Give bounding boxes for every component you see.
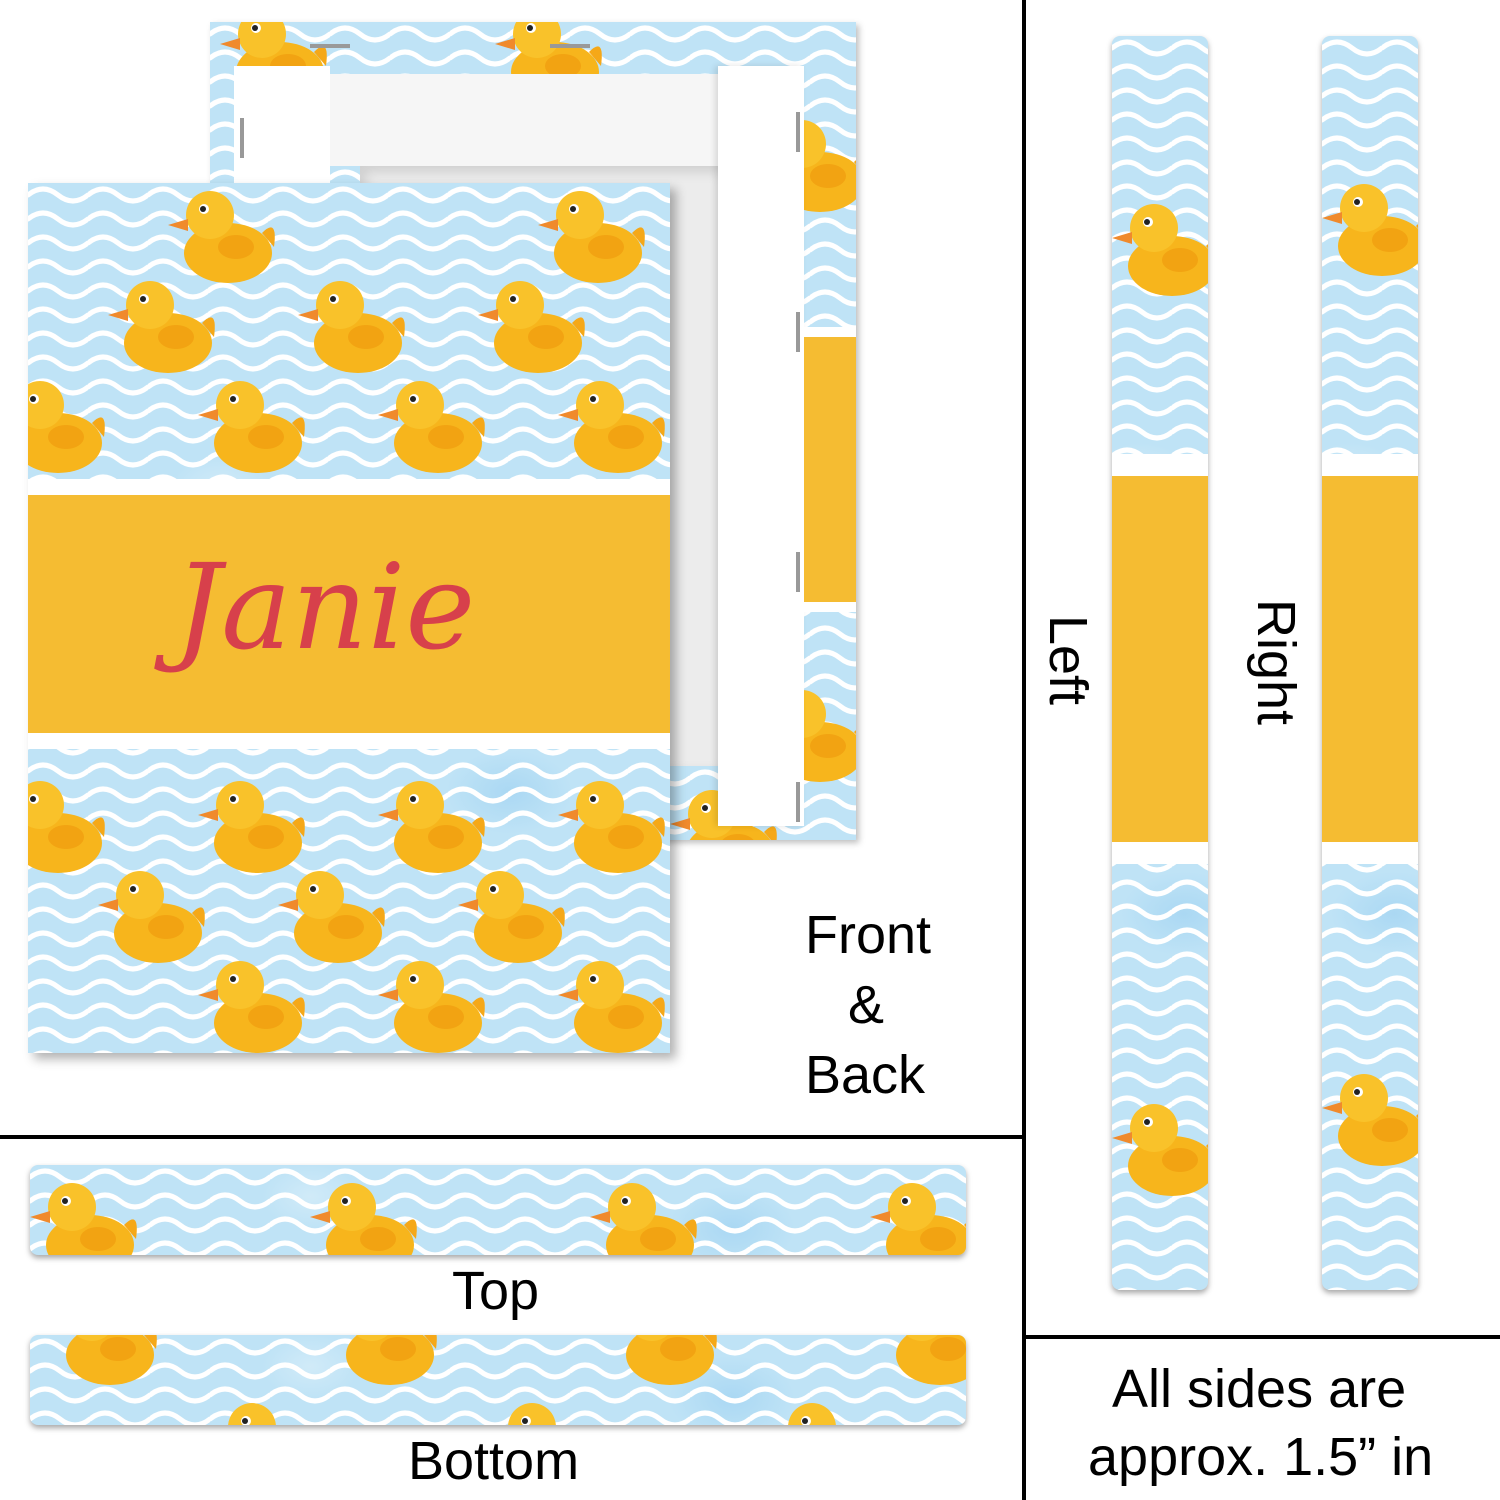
vertical-divider [1022,0,1026,1500]
rubber-duck-icon [168,191,275,283]
rubber-duck-icon [278,871,385,963]
rubber-duck-icon [198,781,305,873]
rubber-duck-icon [378,381,485,473]
rubber-duck-icon [880,1335,966,1385]
sides-note-line1: All sides are [1112,1359,1407,1419]
rubber-duck-icon [610,1335,717,1385]
rubber-duck-icon [198,381,305,473]
rubber-duck-icon [378,781,485,873]
horizontal-divider-right [1024,1335,1500,1339]
canvas-front-panel: Janie [28,183,670,1053]
rubber-duck-icon [28,381,105,473]
frame-right-flap [718,66,804,826]
right-side-label: Right [1246,598,1306,726]
back-edge-band [804,327,856,612]
bottom-side-label: Bottom [408,1431,580,1491]
personalized-name: Janie [174,538,476,676]
rubber-duck-icon [478,281,585,373]
rubber-duck-icon [870,1183,966,1255]
rubber-duck-icon [590,1183,697,1255]
left-side-label: Left [1038,614,1098,706]
staple-icon [796,552,800,592]
front-back-label-line3: Back [805,1045,926,1105]
rubber-duck-icon [330,1335,437,1385]
rubber-duck-icon [558,781,665,873]
horizontal-divider-left [0,1135,1024,1139]
rubber-duck-icon [1112,204,1208,296]
rubber-duck-icon [198,961,305,1053]
rubber-duck-icon [770,1403,877,1425]
rubber-duck-icon [458,871,565,963]
front-back-label-line1: Front [805,905,932,965]
left-side-strip [1112,36,1208,1290]
rubber-duck-icon [298,281,405,373]
rubber-duck-icon [558,381,665,473]
rubber-duck-icon [558,961,665,1053]
left-strip-band [1112,454,1208,864]
frame-top-bar [330,74,720,166]
rubber-duck-icon [490,1403,597,1425]
rubber-duck-icon [30,1183,137,1255]
sides-note-line2: approx. 1.5” in [1088,1427,1434,1487]
staple-icon [796,112,800,152]
rubber-duck-icon [378,961,485,1053]
rubber-duck-icon [108,281,215,373]
staple-icon [796,312,800,352]
rubber-duck-icon [50,1335,157,1385]
rubber-duck-icon [28,781,105,873]
rubber-duck-icon [210,1403,317,1425]
staple-icon [550,44,590,48]
rubber-duck-icon [1112,1104,1208,1196]
rubber-duck-icon [98,871,205,963]
rubber-duck-icon [538,191,645,283]
right-strip-band [1322,454,1418,864]
staple-icon [240,118,244,158]
top-side-label: Top [452,1261,540,1321]
rubber-duck-icon [1322,1074,1418,1166]
rubber-duck-icon [310,1183,417,1255]
staple-icon [310,44,350,48]
name-band: Janie [28,479,670,749]
top-side-strip [30,1165,966,1255]
bottom-side-strip [30,1335,966,1425]
staple-icon [796,782,800,822]
rubber-duck-icon [1322,184,1418,276]
right-side-strip [1322,36,1418,1290]
front-back-label-line2: & [848,975,885,1035]
